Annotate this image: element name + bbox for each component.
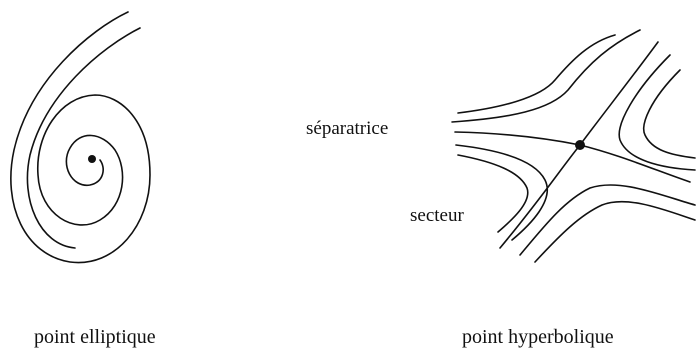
separatrice-label: séparatrice	[306, 118, 389, 139]
spiral-outer-return	[26, 27, 141, 249]
lower-right-sector-curve-1	[519, 184, 696, 256]
upper-right-sector-curve-2	[643, 69, 696, 159]
lower-left-sector-curve-1	[455, 144, 548, 241]
elliptic-equilibrium-point	[88, 155, 96, 163]
lower-right-sector-curve-2	[534, 200, 696, 263]
upper-right-sector-curve-1	[618, 54, 696, 171]
separatrix-line-2	[454, 131, 691, 183]
elliptic-point-diagram	[10, 11, 151, 264]
spiral-trajectory	[10, 11, 151, 264]
elliptic-point-caption: point elliptique	[34, 326, 156, 348]
upper-left-sector-curve-2	[457, 34, 616, 114]
secteur-label: secteur	[410, 205, 464, 226]
upper-left-sector-curve-1	[451, 29, 641, 123]
hyperbolic-point-diagram	[451, 29, 696, 263]
lower-left-sector-curve-2	[457, 154, 529, 233]
hyperbolic-point-caption: point hyperbolique	[462, 326, 614, 348]
hyperbolic-saddle-point	[575, 140, 585, 150]
